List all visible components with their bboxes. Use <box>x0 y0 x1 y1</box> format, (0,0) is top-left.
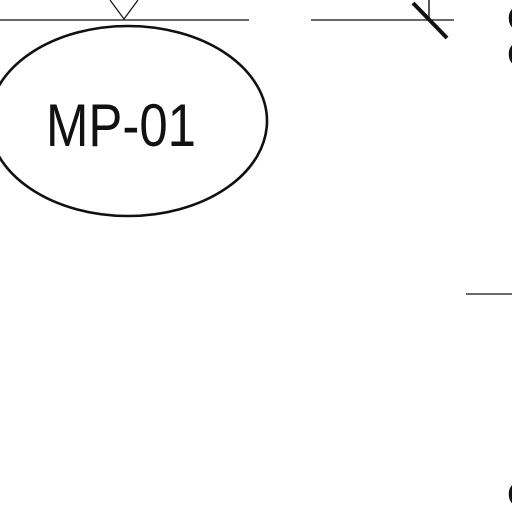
equipment-tag-label: MP-01 <box>46 92 196 159</box>
down-triangle-marker <box>109 0 139 21</box>
equipment-tag-ellipse <box>0 24 269 218</box>
edge-letter-2: C <box>507 36 512 74</box>
edge-letter-1: C <box>507 0 512 38</box>
diagonal-break-mark <box>411 1 449 40</box>
edge-letter-3: C <box>507 476 512 512</box>
